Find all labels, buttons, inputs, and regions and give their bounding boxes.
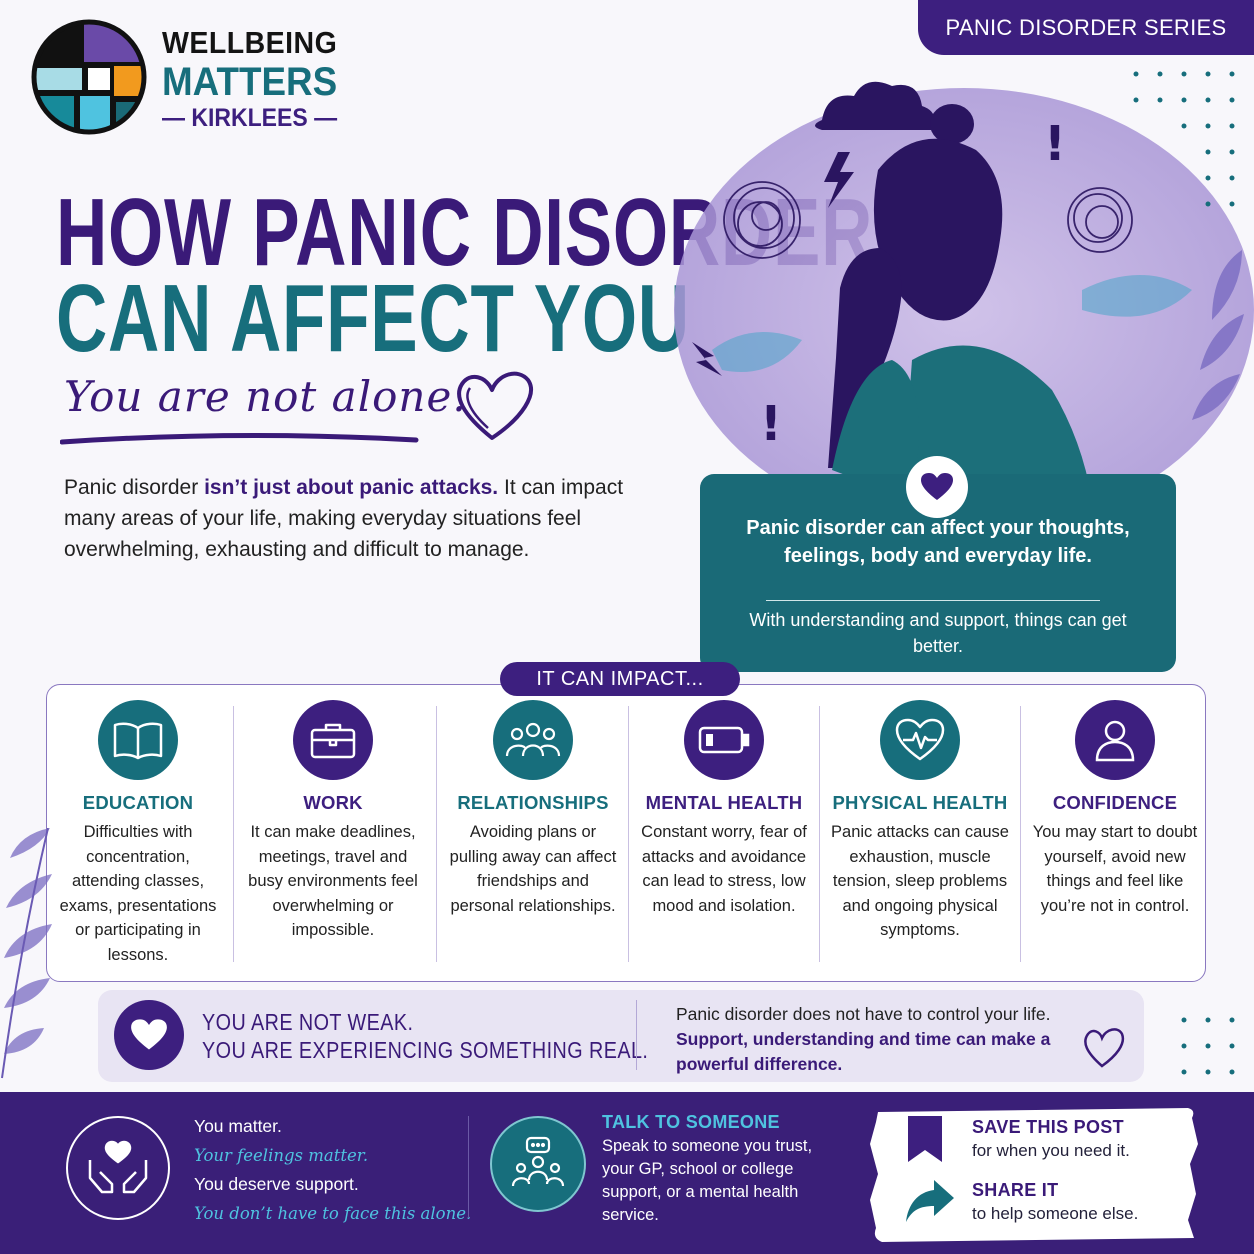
support-bold: Support, understanding and time can make… — [676, 1029, 1051, 1074]
impact-desc: Panic attacks can cause exhaustion, musc… — [831, 823, 1009, 940]
info-box: Panic disorder can affect your thoughts,… — [700, 456, 1176, 672]
logo-line-3: — KIRKLEES — — [162, 104, 338, 132]
reassurance-banner — [98, 990, 1144, 1082]
column-divider — [819, 706, 820, 962]
not-weak-line-2: YOU ARE EXPERIENCING SOMETHING REAL. — [202, 1037, 649, 1063]
you-matter-text: You matter. Your feelings matter. You de… — [194, 1112, 471, 1228]
save-post-action[interactable]: SAVE THIS POST for when you need it. — [972, 1117, 1130, 1161]
you-matter-line-3: You deserve support. — [194, 1174, 359, 1194]
impact-title: PHYSICAL HEALTH — [832, 792, 1008, 813]
impact-title: MENTAL HEALTH — [645, 792, 803, 813]
impact-confidence: CONFIDENCE You may start to doubt yourse… — [1030, 700, 1200, 918]
banner-divider — [636, 1000, 637, 1070]
share-arrow-icon[interactable] — [904, 1178, 956, 1224]
impact-title: EDUCATION — [82, 792, 194, 813]
tagline-underline — [60, 432, 419, 445]
heartbeat-icon — [880, 700, 960, 780]
talk-to-someone: TALK TO SOMEONE Speak to someone you tru… — [602, 1112, 842, 1227]
headline-line-2: CAN AFFECT YOU — [56, 265, 690, 372]
column-divider — [233, 706, 234, 962]
support-message: Panic disorder does not have to control … — [676, 1002, 1116, 1077]
share-desc: to help someone else. — [972, 1204, 1139, 1223]
impact-mental-health: MENTAL HEALTH Constant worry, fear of at… — [638, 700, 810, 918]
storm-cloud-icon — [815, 81, 935, 208]
heart-icon — [114, 1000, 184, 1070]
svg-text:!: ! — [1044, 116, 1066, 172]
talk-title: TALK TO SOMEONE — [602, 1112, 780, 1132]
intro-lead: Panic disorder — [64, 476, 205, 499]
info-box-divider — [766, 600, 1100, 601]
group-icon — [493, 700, 573, 780]
intro-highlight: isn’t just about panic attacks. — [204, 476, 499, 499]
series-tab: PANIC DISORDER SERIES — [918, 0, 1254, 55]
logo-icon — [31, 19, 147, 135]
logo-wordmark: WELLBEING MATTERS — KIRKLEES — — [162, 25, 353, 133]
info-box-main: Panic disorder can affect your thoughts,… — [746, 517, 1130, 567]
person-icon — [1075, 700, 1155, 780]
column-divider — [1020, 706, 1021, 962]
info-box-sub: With understanding and support, things c… — [749, 610, 1127, 656]
dots-decoration — [1181, 1017, 1235, 1075]
impact-relationships: RELATIONSHIPS Avoiding plans or pulling … — [448, 700, 618, 918]
bookmark-icon[interactable] — [906, 1114, 944, 1164]
impact-physical-health: PHYSICAL HEALTH Panic attacks can cause … — [830, 700, 1010, 943]
impact-work: WORK It can make deadlines, meetings, tr… — [248, 700, 418, 943]
intro-rest: It can impact many areas of your life, m… — [64, 476, 624, 561]
impact-title: WORK — [303, 792, 363, 813]
caring-hands-icon — [66, 1116, 170, 1220]
heart-doodle-icon — [457, 371, 533, 440]
save-desc: for when you need it. — [972, 1141, 1130, 1160]
talk-icon — [490, 1116, 586, 1212]
logo-line-2: MATTERS — [162, 60, 338, 104]
you-matter-line-2: Your feelings matter. — [194, 1146, 369, 1165]
impact-desc: It can make deadlines, meetings, travel … — [248, 823, 418, 940]
you-matter-line-1: You matter. — [194, 1116, 282, 1136]
impact-desc: Avoiding plans or pulling away can affec… — [449, 823, 617, 915]
impact-title: CONFIDENCE — [1052, 792, 1178, 813]
tagline: You are not alone. — [64, 372, 467, 421]
talk-desc: Speak to someone you trust, your GP, sch… — [602, 1137, 813, 1224]
intro-paragraph: Panic disorder isn’t just about panic at… — [64, 472, 624, 565]
footer-divider — [468, 1116, 469, 1218]
briefcase-icon — [293, 700, 373, 780]
impact-title: RELATIONSHIPS — [457, 792, 609, 813]
impact-desc: Constant worry, fear of attacks and avoi… — [641, 823, 807, 915]
svg-text:!: ! — [760, 396, 782, 452]
save-title: SAVE THIS POST — [972, 1117, 1124, 1137]
anxious-person-illustration: ! ! — [674, 71, 1254, 500]
share-action[interactable]: SHARE IT to help someone else. — [972, 1180, 1138, 1224]
you-matter-line-4: You don’t have to face this alone. — [194, 1204, 472, 1223]
not-weak-line-1: YOU ARE NOT WEAK. — [202, 1009, 414, 1035]
column-divider — [628, 706, 629, 962]
impact-label: IT CAN IMPACT... — [500, 662, 740, 696]
book-icon — [98, 700, 178, 780]
not-weak-message: YOU ARE NOT WEAK. YOU ARE EXPERIENCING S… — [202, 1008, 648, 1064]
leaves-decoration — [1, 828, 52, 1079]
heart-doodle-icon — [1084, 1028, 1125, 1068]
column-divider — [436, 706, 437, 962]
impact-desc: You may start to doubt yourself, avoid n… — [1032, 823, 1198, 915]
impact-education: EDUCATION Difficulties with concentratio… — [52, 700, 224, 968]
impact-desc: Difficulties with concentration, attendi… — [59, 823, 217, 964]
save-share-card — [870, 1108, 1198, 1242]
share-title: SHARE IT — [972, 1180, 1059, 1200]
logo-line-1: WELLBEING — [162, 25, 338, 60]
support-plain: Panic disorder does not have to control … — [676, 1004, 1051, 1024]
low-battery-icon — [684, 700, 764, 780]
impact-panel — [46, 684, 1206, 982]
heart-icon — [906, 456, 968, 518]
